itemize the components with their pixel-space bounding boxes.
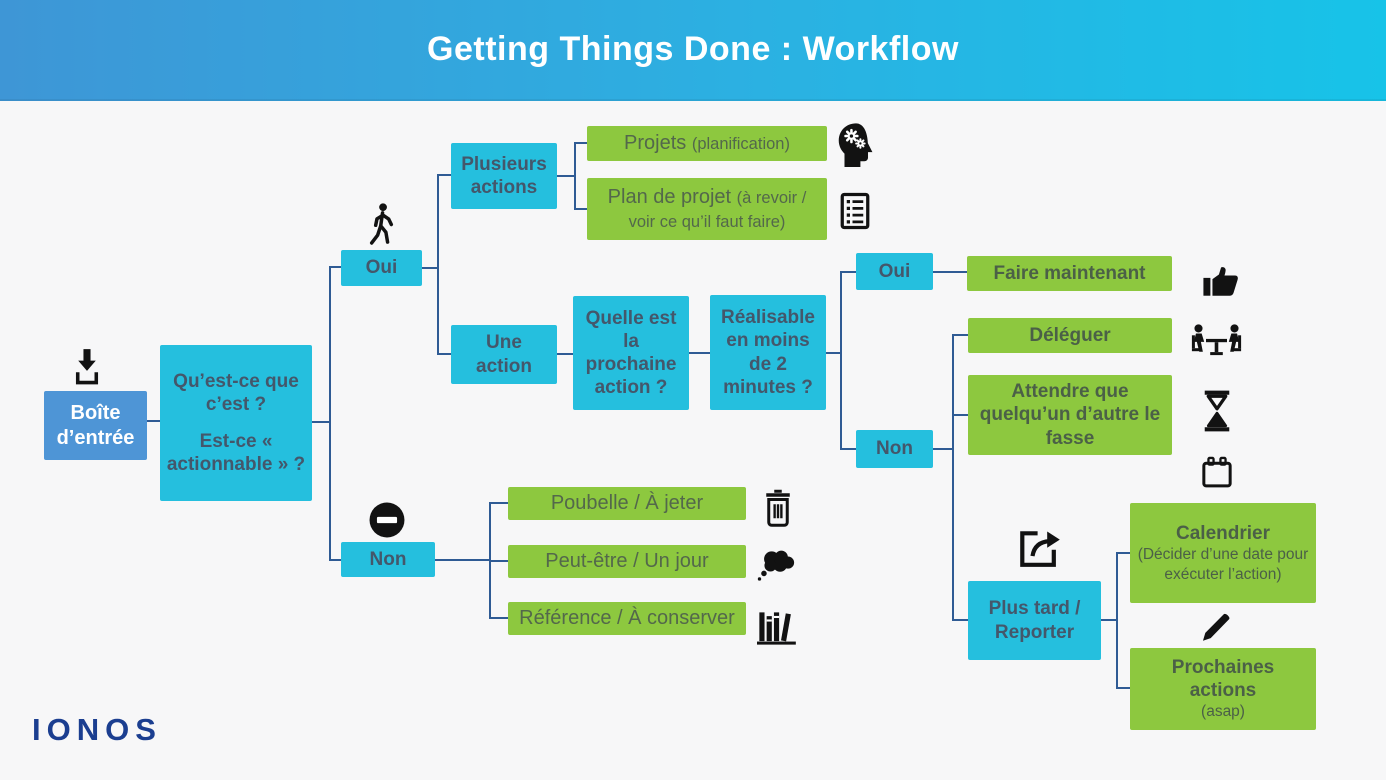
connector-line: [489, 502, 508, 504]
node-attendre: Attendre que quelqu’un d’autre le fasse: [968, 375, 1172, 455]
meeting-table-icon: [1191, 323, 1242, 367]
node-non-label: Non: [369, 548, 407, 570]
node-faire-maintenant: Faire maintenant: [967, 256, 1172, 291]
node-plusieurs-actions: Plusieurs actions: [451, 143, 557, 209]
connector-line: [147, 420, 160, 422]
node-calendrier: Calendrier (Décider d’une date pour exéc…: [1130, 503, 1316, 603]
node-inbox-label: Boîte d’entrée: [56, 402, 135, 449]
connector-line: [437, 353, 451, 355]
node-projets: Projets (planification): [587, 126, 827, 161]
node-peut-etre-label: Peut-être / Un jour: [545, 550, 709, 573]
node-prochaines-label: Prochaines actions: [1171, 657, 1275, 702]
connector-line: [435, 559, 490, 561]
connector-line: [329, 266, 341, 268]
calendar-icon: [1202, 456, 1232, 494]
hourglass-icon: [1202, 389, 1232, 438]
node-oui2-label: Oui: [878, 260, 911, 282]
node-projets-note: (planification): [691, 135, 790, 153]
node-non2-label: Non: [876, 438, 913, 460]
connector-line: [840, 271, 856, 273]
connector-line: [312, 421, 330, 423]
node-realisable-label: Réalisable en moins de 2 minutes ?: [721, 307, 815, 398]
connector-line: [437, 175, 439, 355]
connector-line: [1116, 687, 1130, 689]
node-une-action-label: Une action: [476, 332, 532, 377]
node-quelle-label: Quelle est la prochaine action ?: [585, 307, 677, 399]
connector-line: [840, 271, 842, 449]
node-prochaines-note: (asap): [1201, 703, 1245, 721]
node-oui-actionable: Oui: [341, 250, 422, 286]
node-une-action: Une action: [451, 325, 557, 384]
connector-line: [826, 352, 841, 354]
node-deleguer: Déléguer: [968, 318, 1172, 353]
connector-line: [557, 353, 573, 355]
connector-line: [489, 560, 508, 562]
node-question-line2: Est-ce « actionnable » ?: [166, 431, 306, 476]
node-plus-tard-label: Plus tard / Reporter: [988, 598, 1081, 643]
inbox-download-icon: [70, 347, 104, 394]
connector-line: [489, 617, 508, 619]
node-plan-note: (à revoir / voir ce qu’il faut faire): [628, 189, 807, 232]
head-gears-icon: [834, 121, 878, 174]
walking-person-icon: [366, 202, 397, 252]
node-non-2-minutes: Non: [856, 430, 933, 468]
connector-line: [422, 267, 438, 269]
node-calendrier-label: Calendrier: [1176, 523, 1270, 545]
node-quelle-action: Quelle est la prochaine action ?: [573, 296, 689, 410]
node-inbox: Boîte d’entrée: [44, 391, 147, 460]
connector-line: [1116, 552, 1130, 554]
node-oui-2-minutes: Oui: [856, 253, 933, 290]
connector-line: [689, 352, 710, 354]
node-peut-etre: Peut-être / Un jour: [508, 545, 746, 578]
node-attendre-label: Attendre que quelqu’un d’autre le fasse: [979, 381, 1161, 449]
connector-line: [933, 448, 953, 450]
node-projets-label: Projets: [624, 132, 687, 154]
connector-line: [329, 559, 341, 561]
node-plus-tard-reporter: Plus tard / Reporter: [968, 581, 1101, 660]
connector-line: [952, 414, 968, 416]
connector-line: [574, 142, 587, 144]
node-plan-label: Plan de projet: [607, 186, 732, 208]
node-poubelle: Poubelle / À jeter: [508, 487, 746, 520]
node-poubelle-label: Poubelle / À jeter: [550, 492, 704, 515]
node-plusieurs-label: Plusieurs actions: [461, 153, 547, 198]
node-oui-label: Oui: [365, 257, 398, 279]
no-entry-icon: [369, 502, 405, 543]
node-reference: Référence / À conserver: [508, 602, 746, 635]
thought-cloud-icon: [756, 548, 797, 587]
pencil-icon: [1199, 611, 1234, 648]
connector-line: [329, 266, 331, 561]
books-shelf-icon: [757, 607, 797, 651]
share-forward-icon: [1017, 527, 1063, 574]
connector-line: [840, 448, 856, 450]
node-faire-label: Faire maintenant: [993, 262, 1146, 284]
thumbs-up-icon: [1202, 266, 1241, 302]
connector-line: [1116, 552, 1118, 689]
header-banner: Getting Things Done : Workflow: [0, 0, 1386, 101]
ionos-logo: IONOS: [32, 712, 162, 747]
connector-line: [437, 174, 451, 176]
node-deleguer-label: Déléguer: [1029, 324, 1111, 346]
connector-line: [557, 175, 575, 177]
connector-line: [952, 334, 968, 336]
node-realisable-2-minutes: Réalisable en moins de 2 minutes ?: [710, 295, 826, 410]
connector-line: [574, 142, 576, 209]
connector-line: [952, 619, 968, 621]
node-non-actionable: Non: [341, 542, 435, 577]
node-prochaines-actions: Prochaines actions (asap): [1130, 648, 1316, 730]
connector-line: [574, 208, 587, 210]
node-question-line1: Qu’est-ce que c’est ?: [173, 370, 299, 415]
checklist-icon: [840, 192, 870, 235]
connector-line: [952, 335, 954, 621]
node-calendrier-note: (Décider d’une date pour exécuter l’acti…: [1137, 546, 1309, 583]
node-reference-label: Référence / À conserver: [519, 607, 735, 630]
node-plan-de-projet: Plan de projet (à revoir / voir ce qu’il…: [587, 178, 827, 240]
connector-line: [1101, 619, 1117, 621]
connector-line: [933, 271, 967, 273]
trash-icon: [763, 488, 793, 532]
page-title: Getting Things Done : Workflow: [427, 30, 959, 68]
node-question: Qu’est-ce que c’est ? Est-ce « actionnab…: [160, 345, 312, 501]
